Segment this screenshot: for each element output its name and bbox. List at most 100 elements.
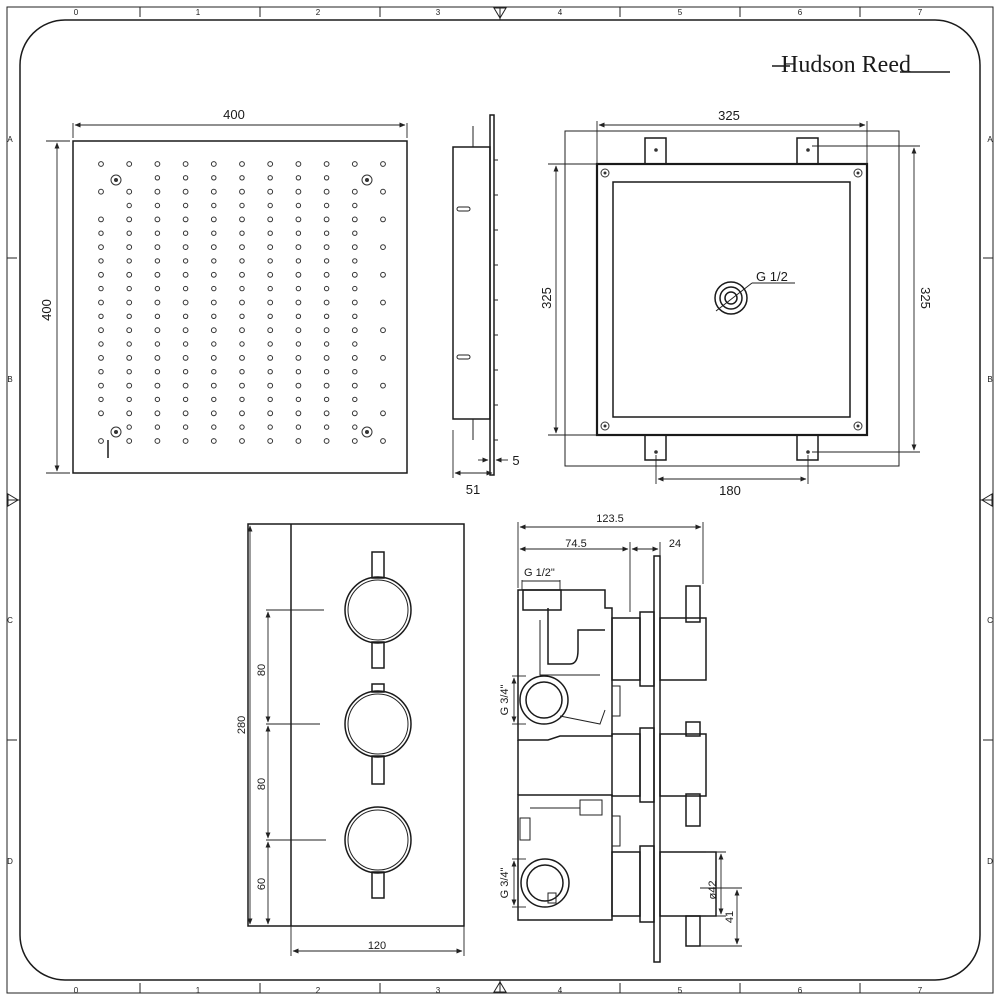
- nozzle-dot: [98, 230, 104, 236]
- valve-spacing-bottom-label: 60: [256, 878, 268, 890]
- nozzle-dot: [182, 410, 189, 417]
- nozzle-dot: [323, 216, 330, 223]
- nozzle-dot: [295, 175, 302, 181]
- nozzle-dot: [126, 230, 132, 236]
- back-width-label: 325: [718, 108, 740, 123]
- nozzle-dot: [323, 327, 330, 334]
- valve-handle-offset-label: 41: [724, 911, 736, 923]
- nozzle-dot: [239, 369, 245, 375]
- nozzle-grid: [98, 161, 386, 444]
- nozzle-dot: [154, 299, 161, 306]
- nozzle-dot: [126, 382, 133, 389]
- nozzle-dot: [126, 161, 133, 167]
- head-width-label: 400: [223, 107, 245, 122]
- nozzle-dot: [295, 258, 302, 264]
- col-label-bottom: 4: [558, 986, 563, 995]
- nozzle-dot: [239, 396, 245, 403]
- nozzle-dot: [210, 161, 217, 167]
- head-height-label: 400: [39, 299, 54, 321]
- nozzle-dot: [154, 271, 161, 278]
- nozzle-dot: [154, 230, 161, 236]
- nozzle-dot: [295, 313, 302, 319]
- nozzle-dot: [182, 230, 189, 236]
- nozzle-dot: [154, 396, 161, 403]
- nozzle-dot: [154, 216, 161, 223]
- nozzle-dot: [126, 369, 132, 375]
- nozzle-dot: [239, 230, 245, 236]
- col-label-bottom: 1: [196, 986, 201, 995]
- nozzle-dot: [126, 396, 132, 403]
- nozzle-dot: [295, 299, 302, 306]
- nozzle-dot: [295, 271, 302, 278]
- nozzle-dot: [323, 369, 330, 375]
- nozzle-dot: [182, 382, 189, 389]
- row-label-left: D: [7, 857, 13, 866]
- nozzle-dot: [182, 244, 189, 251]
- nozzle-dot: [98, 369, 104, 375]
- nozzle-dot: [211, 202, 217, 209]
- nozzle-dot: [182, 202, 189, 209]
- nozzle-dot: [182, 271, 189, 278]
- nozzle-dot: [380, 382, 386, 389]
- nozzle-dot: [98, 244, 104, 251]
- back-height-label-right: 325: [918, 287, 933, 309]
- nozzle-dot: [352, 369, 358, 375]
- nozzle-dot: [182, 313, 189, 319]
- nozzle-dot: [323, 271, 330, 278]
- nozzle-dot: [98, 341, 104, 347]
- nozzle-dot: [323, 285, 330, 292]
- nozzle-dot: [154, 285, 161, 292]
- nozzle-dot: [154, 161, 161, 167]
- col-label-bottom: 6: [798, 986, 803, 995]
- nozzle-dot: [154, 369, 161, 375]
- nozzle-dot: [210, 299, 217, 306]
- nozzle-dot: [267, 285, 273, 292]
- nozzle-dot: [154, 202, 161, 209]
- nozzle-dot: [323, 438, 330, 444]
- nozzle-dot: [351, 355, 358, 361]
- nozzle-dot: [154, 341, 161, 347]
- nozzle-dot: [295, 216, 302, 223]
- valve-handle-bottom: [344, 806, 412, 899]
- valve-body-depth-label: 74.5: [565, 538, 586, 550]
- col-label-bottom: 3: [436, 986, 441, 995]
- nozzle-dot: [126, 410, 133, 417]
- row-label-right: C: [987, 616, 993, 625]
- nozzle-dot: [182, 285, 189, 292]
- nozzle-dot: [126, 216, 133, 223]
- nozzle-dot: [239, 438, 245, 444]
- shower-head-back-view: G 1/2 325 325 325 180: [539, 108, 933, 498]
- nozzle-dot: [182, 341, 189, 347]
- nozzle-dot: [380, 216, 386, 223]
- nozzle-dot: [210, 188, 217, 195]
- nozzle-dot: [126, 202, 132, 209]
- nozzle-dot: [98, 313, 104, 319]
- col-label-top: 6: [798, 8, 803, 17]
- nozzle-dot: [126, 313, 132, 319]
- nozzle-dot: [323, 355, 330, 361]
- nozzle-dot: [295, 438, 302, 444]
- nozzle-dot: [126, 327, 133, 334]
- nozzle-dot: [295, 161, 302, 167]
- row-label-left: A: [7, 135, 13, 144]
- nozzle-dot: [295, 230, 302, 236]
- nozzle-dot: [323, 313, 330, 319]
- nozzle-dot: [182, 188, 189, 195]
- nozzle-dot: [210, 216, 217, 223]
- nozzle-dot: [267, 299, 274, 306]
- nozzle-dot: [267, 341, 273, 347]
- nozzle-dot: [98, 355, 104, 361]
- nozzle-dot: [295, 355, 302, 361]
- nozzle-dot: [154, 438, 161, 444]
- nozzle-dot: [239, 216, 245, 223]
- nozzle-dot: [295, 410, 302, 417]
- valve-inlet-upper-label: G 3/4": [499, 685, 511, 716]
- nozzle-dot: [182, 216, 189, 223]
- nozzle-dot: [182, 299, 189, 306]
- nozzle-dot: [210, 244, 217, 251]
- nozzle-dot: [380, 410, 386, 417]
- nozzle-dot: [352, 202, 358, 209]
- nozzle-dot: [154, 410, 161, 417]
- row-label-left: B: [7, 375, 12, 384]
